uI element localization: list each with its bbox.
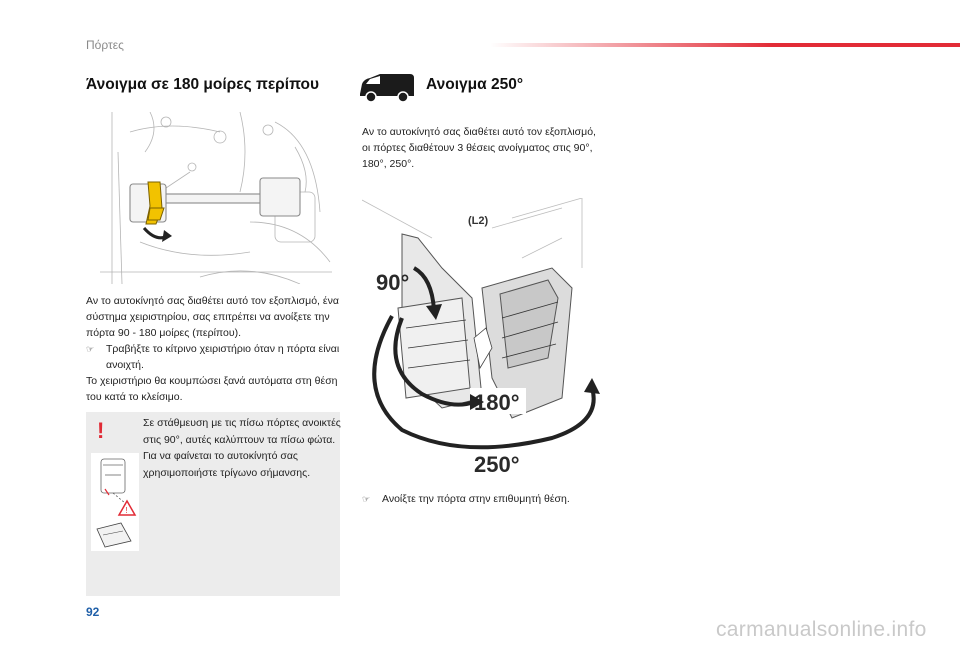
variant-label: (L2) [468,215,489,227]
svg-text:!: ! [126,506,128,515]
angle-90-label: 90° [376,270,409,295]
left-bullet-text: Τραβήξτε το κίτρινο χειριστήριο όταν η π… [106,343,340,371]
warning-icon: ! [97,418,105,443]
page-number: 92 [86,605,100,619]
pointing-hand-icon: ☞ [86,344,95,354]
warning-triangle-illustration: ! [91,453,139,551]
door-check-illustration [100,112,332,284]
angle-250-label: 250° [474,452,520,477]
left-intro: Αν το αυτοκίνητό σας διαθέτει αυτό τον ε… [86,295,339,339]
door-opening-diagram: (L2) 90° 180° 250° [362,198,610,480]
van-icon [360,74,414,103]
right-title: Ανοιγμα 250° [426,76,524,93]
left-outro: Το χειριστήριο θα κουμπώσει ξανά αυτόματ… [86,375,338,403]
right-bullet: ☞ Ανοίξτε την πόρτα στην επιθυμητή θέση. [362,491,632,507]
left-title: Άνοιγμα σε 180 μοίρες περίπου [86,76,319,93]
watermark: carmanualsonline.info [716,618,927,641]
pointing-hand-icon: ☞ [362,494,371,504]
right-bullet-text: Ανοίξτε την πόρτα στην επιθυμητή θέση. [382,493,570,505]
section-label: Πόρτες [86,38,124,52]
left-bullet: ☞ Τραβήξτε το κίτρινο χειριστήριο όταν η… [86,341,348,373]
header-rule [490,43,960,47]
right-intro: Αν το αυτοκίνητό σας διαθέτει αυτό τον ε… [362,126,596,170]
note-text: Σε στάθμευση με τις πίσω πόρτες ανοικτές… [143,417,341,479]
